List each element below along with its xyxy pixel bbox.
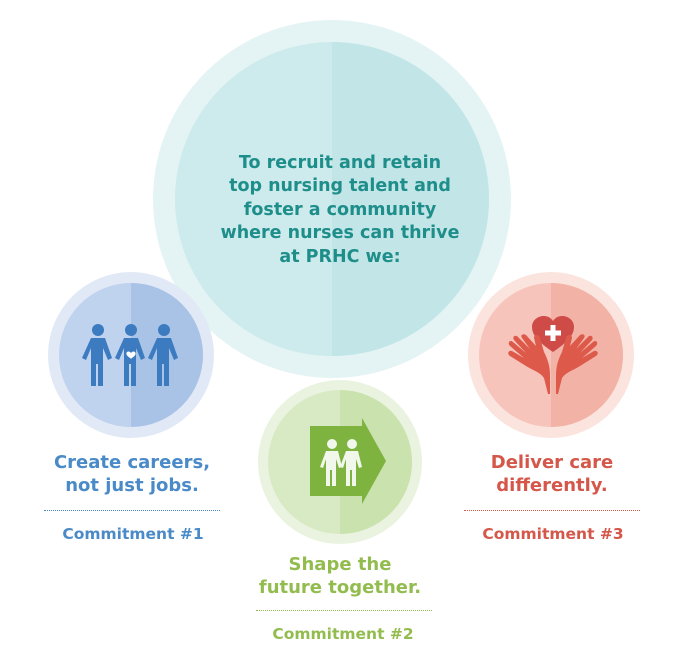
commitment-2-divider — [256, 610, 432, 611]
couple-arrow-icon — [310, 418, 386, 504]
commitment-2-label: Commitment #2 — [272, 625, 414, 643]
commitment-3-title: Deliver care differently. — [450, 451, 654, 497]
mission-line: foster a community — [243, 199, 437, 220]
commitment-3-divider — [464, 510, 640, 511]
commitment-1-label: Commitment #1 — [62, 525, 204, 543]
commitment-2-title-line: future together. — [258, 577, 422, 598]
commitment-1-title-line: not just jobs. — [65, 475, 199, 496]
mission-line: To recruit and retain — [238, 153, 442, 173]
three-people-icon — [82, 324, 178, 386]
commitment-2-title: Shape the future together. — [240, 553, 440, 599]
commitment-2-title-line: Shape the — [288, 554, 392, 575]
commitment-3-title-line: Deliver care — [490, 452, 614, 473]
commitment-1-divider — [44, 510, 220, 511]
commitment-1-title-line: Create careers, — [53, 452, 211, 473]
commitment-1-title: Create careers, not just jobs. — [30, 451, 234, 497]
mission-line: at PRHC we: — [279, 246, 401, 267]
caring-hands-heart-icon — [508, 316, 598, 394]
commitment-3-title-line: differently. — [496, 475, 608, 496]
commitment-3-label: Commitment #3 — [482, 525, 624, 543]
mission-line: top nursing talent and — [229, 176, 451, 197]
mission-statement: To recruit and retain top nursing talent… — [205, 152, 475, 269]
mission-circle — [153, 20, 511, 378]
mission-line: where nurses can thrive — [220, 223, 460, 244]
